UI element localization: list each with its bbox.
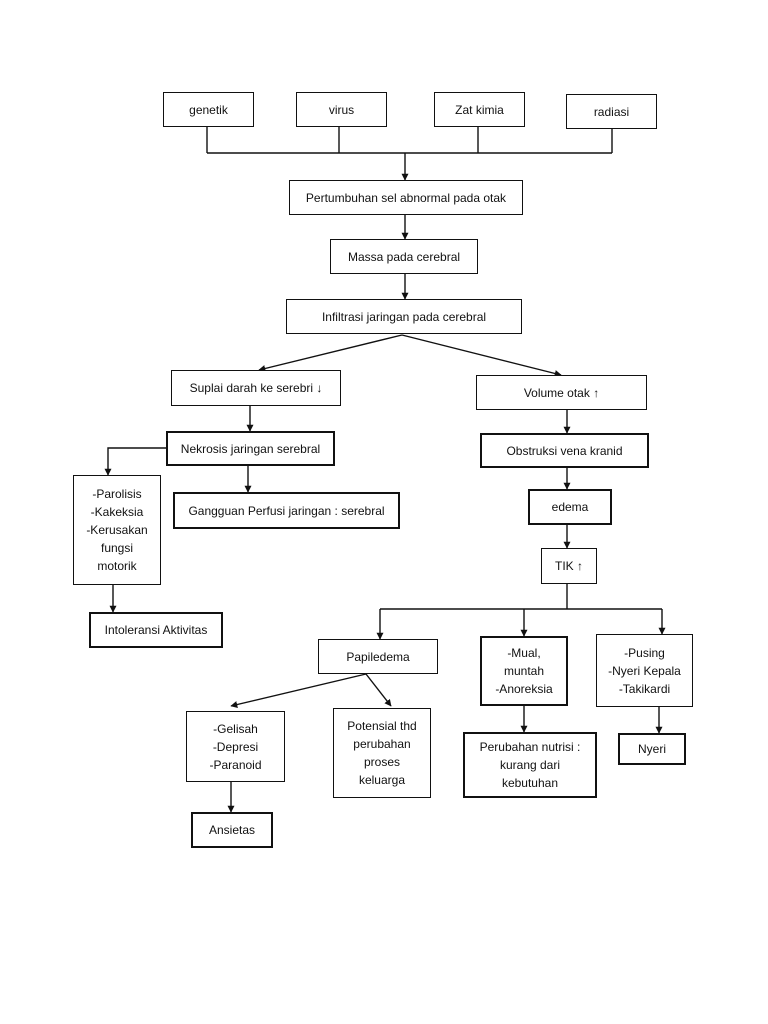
arrow-infiltrasi-to-suplai [258, 334, 403, 372]
arrow-papiledema-to-potensial [365, 673, 392, 707]
node-virus: virus [296, 92, 387, 127]
node-genetik-label: genetik [189, 102, 228, 117]
arrow-papiledema-to-gelisah [230, 673, 367, 708]
node-obstruksi: Obstruksi vena kranid [480, 433, 649, 468]
node-pusing-label: -Pusing -Nyeri Kepala -Takikardi [608, 645, 681, 696]
node-gangguan-perfusi-label: Gangguan Perfusi jaringan : serebral [188, 503, 385, 518]
node-radiasi: radiasi [566, 94, 657, 129]
node-motorik: -Parolisis -Kakeksia -Kerusakan fungsi m… [73, 475, 161, 585]
node-intoleransi-label: Intoleransi Aktivitas [104, 623, 208, 637]
node-motorik-label: -Parolisis -Kakeksia -Kerusakan fungsi m… [86, 487, 148, 573]
node-infiltrasi-label: Infiltrasi jaringan pada cerebral [321, 309, 487, 324]
node-ansietas: Ansietas [191, 812, 273, 848]
node-edema-label: edema [551, 500, 589, 514]
node-mual-label: -Mual, muntah -Anoreksia [495, 646, 553, 696]
node-gangguan-perfusi: Gangguan Perfusi jaringan : serebral [173, 492, 400, 529]
arrow-nekrosis-to-motorik [104, 447, 166, 476]
node-massa-label: Massa pada cerebral [347, 249, 461, 264]
node-pusing: -Pusing -Nyeri Kepala -Takikardi [596, 634, 693, 707]
node-intoleransi: Intoleransi Aktivitas [89, 612, 223, 648]
node-gelisah-label: -Gelisah -Depresi -Paranoid [209, 721, 262, 772]
node-potensial-label: Potensial thd perubahan proses keluarga [347, 719, 417, 787]
node-papiledema: Papiledema [318, 639, 438, 674]
node-nutrisi-label: Perubahan nutrisi : kurang dari kebutuha… [479, 740, 581, 790]
node-virus-label: virus [328, 102, 355, 117]
node-nyeri: Nyeri [618, 733, 686, 765]
node-potensial: Potensial thd perubahan proses keluarga [333, 708, 431, 798]
node-volume-otak-label: Volume otak ↑ [523, 385, 600, 400]
node-suplai-darah-label: Suplai darah ke serebri ↓ [189, 381, 323, 395]
node-pertumbuhan: Pertumbuhan sel abnormal pada otak [289, 180, 523, 215]
node-edema: edema [528, 489, 612, 525]
node-nekrosis: Nekrosis jaringan serebral [166, 431, 335, 466]
node-zat-kimia: Zat kimia [434, 92, 525, 127]
node-nyeri-label: Nyeri [637, 742, 666, 756]
node-genetik: genetik [163, 92, 254, 127]
node-pertumbuhan-label: Pertumbuhan sel abnormal pada otak [305, 190, 507, 205]
node-tik: TIK ↑ [541, 548, 597, 584]
node-infiltrasi: Infiltrasi jaringan pada cerebral [286, 299, 522, 334]
node-suplai-darah: Suplai darah ke serebri ↓ [171, 370, 341, 406]
node-nutrisi: Perubahan nutrisi : kurang dari kebutuha… [463, 732, 597, 798]
arrow-infiltrasi-to-volume [401, 334, 562, 377]
node-nekrosis-label: Nekrosis jaringan serebral [180, 441, 321, 456]
node-mual: -Mual, muntah -Anoreksia [480, 636, 568, 706]
node-papiledema-label: Papiledema [346, 649, 410, 664]
node-zat-kimia-label: Zat kimia [455, 102, 504, 117]
node-tik-label: TIK ↑ [554, 559, 583, 573]
node-massa: Massa pada cerebral [330, 239, 478, 274]
node-volume-otak: Volume otak ↑ [476, 375, 647, 410]
node-gelisah: -Gelisah -Depresi -Paranoid [186, 711, 285, 782]
node-obstruksi-label: Obstruksi vena kranid [506, 443, 623, 458]
node-ansietas-label: Ansietas [208, 823, 256, 837]
node-radiasi-label: radiasi [593, 104, 630, 119]
